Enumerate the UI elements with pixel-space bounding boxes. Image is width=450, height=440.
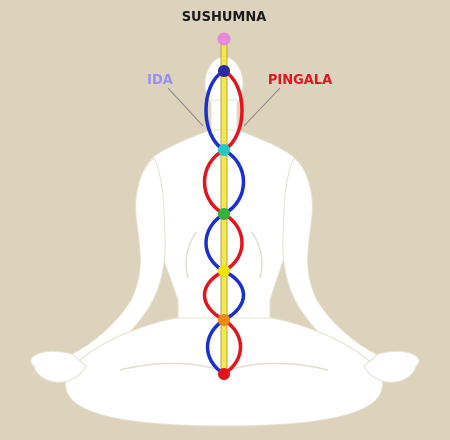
chakra-heart [218, 208, 230, 220]
chakra-crown [217, 32, 231, 46]
pingala-label: PINGALA [268, 73, 332, 88]
figure-left-hand [30, 350, 87, 383]
chakra-third-eye [218, 65, 230, 77]
figure-right-hand [363, 350, 420, 383]
chakra-throat [218, 144, 230, 156]
ida-leader-line [167, 87, 204, 127]
chakra-sacral [218, 314, 230, 326]
chakra-root [218, 368, 230, 380]
chakras [217, 32, 231, 380]
pingala-leader-line [243, 87, 281, 127]
sushumna-label: SUSHUMNA [182, 10, 267, 25]
ida-label: IDA [147, 73, 173, 88]
chakra-solar-plexus [218, 265, 230, 277]
